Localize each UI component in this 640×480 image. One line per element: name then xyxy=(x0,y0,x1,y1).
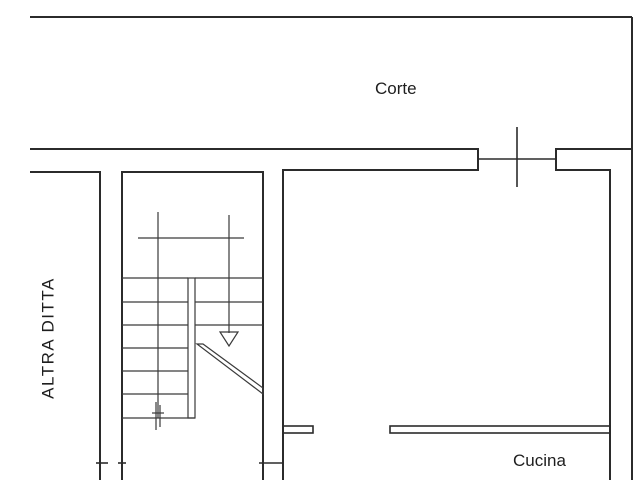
stair-treads xyxy=(122,277,263,419)
room-label-courtyard: Corte xyxy=(375,79,417,98)
staircase xyxy=(122,212,264,430)
door-opening-symbol xyxy=(478,127,556,187)
room-label-neighbour: ALTRA DITTA xyxy=(38,277,58,399)
interior-partitions xyxy=(282,425,611,434)
neighbour-wall xyxy=(30,171,108,480)
courtyard-boundary xyxy=(30,16,633,480)
room-label-kitchen: Cucina xyxy=(513,451,566,470)
main-wall xyxy=(30,148,632,480)
stairwell-walls xyxy=(118,171,283,480)
